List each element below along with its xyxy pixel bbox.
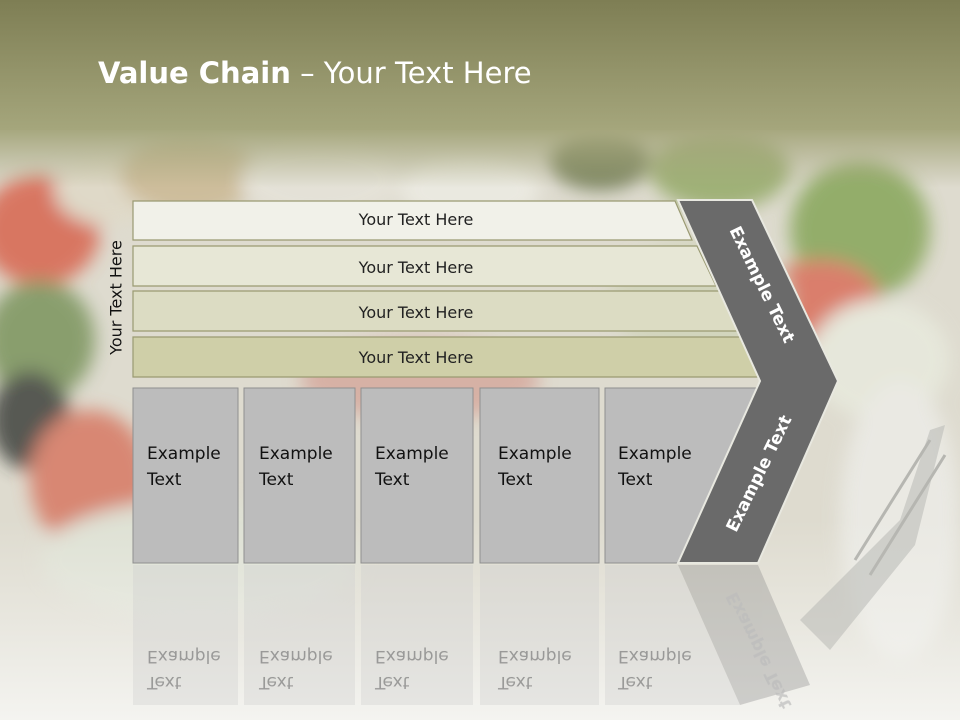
- box-4-line2: Text: [497, 470, 533, 490]
- box-5-line2: Text: [617, 470, 653, 490]
- activity-box-5[interactable]: Example Text: [604, 387, 761, 564]
- bar-label-4: Your Text Here: [358, 348, 474, 367]
- activity-box-4[interactable]: Example Text: [479, 387, 600, 564]
- activity-box-2[interactable]: Example Text: [243, 387, 356, 564]
- page-title: Value Chain – Your Text Here: [98, 56, 532, 90]
- box-4-line1: Example: [498, 444, 572, 464]
- bar-label-2: Your Text Here: [358, 258, 474, 277]
- box-2-line1: Example: [259, 444, 333, 464]
- reflected-box-3-line2: Text: [374, 672, 410, 692]
- box-1-line1: Example: [147, 444, 221, 464]
- bar-label-1: Your Text Here: [358, 210, 474, 229]
- activity-box-1[interactable]: Example Text: [132, 387, 239, 564]
- reflected-box-4-line1: Example: [498, 646, 572, 666]
- box-5-line1: Example: [618, 444, 692, 464]
- reflected-box-5-line1: Example: [618, 646, 692, 666]
- bar-row-2[interactable]: Your Text Here: [132, 245, 717, 287]
- title-bold: Value Chain: [98, 56, 291, 90]
- title-rest: – Your Text Here: [290, 56, 532, 90]
- bar-row-4[interactable]: Your Text Here: [132, 336, 765, 378]
- reflected-box-1-line2: Text: [146, 672, 182, 692]
- box-3-line2: Text: [374, 470, 410, 490]
- activity-box-3[interactable]: Example Text: [360, 387, 474, 564]
- reflected-box-1-line1: Example: [147, 646, 221, 666]
- bar-label-3: Your Text Here: [358, 303, 474, 322]
- reflected-box-4-line2: Text: [497, 672, 533, 692]
- box-2-line2: Text: [258, 470, 294, 490]
- margin-chevron[interactable]: Example Text Example Text: [676, 199, 840, 564]
- diagram-reflection: [133, 565, 810, 705]
- bar-row-3[interactable]: Your Text Here: [132, 290, 740, 332]
- reflected-box-2-line2: Text: [258, 672, 294, 692]
- box-1-line2: Text: [146, 470, 182, 490]
- bar-row-1[interactable]: Your Text Here: [132, 200, 693, 241]
- reflected-box-2-line1: Example: [259, 646, 333, 666]
- reflected-box-5-line2: Text: [617, 672, 653, 692]
- reflected-box-3-line1: Example: [375, 646, 449, 666]
- box-3-line1: Example: [375, 444, 449, 464]
